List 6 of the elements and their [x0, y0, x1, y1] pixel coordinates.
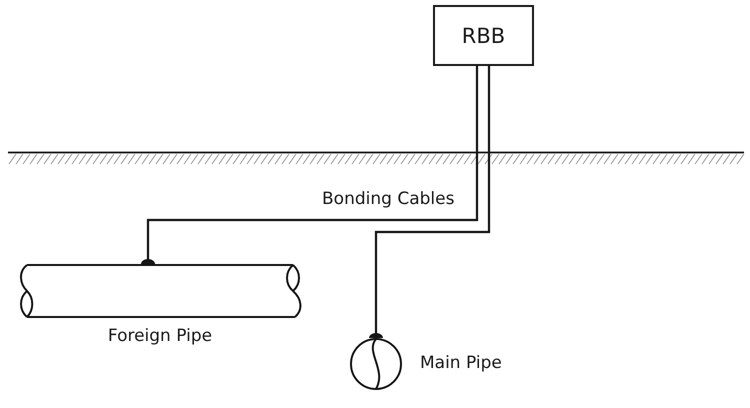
pipe-label: Foreign Pipe: [108, 326, 212, 346]
bonding-cable: [369, 66, 490, 338]
bonding-cable: [141, 66, 478, 264]
equipment-box: RBB: [433, 5, 534, 66]
pipe-label: Main Pipe: [420, 353, 502, 374]
cable-label: Bonding Cables: [322, 189, 454, 210]
